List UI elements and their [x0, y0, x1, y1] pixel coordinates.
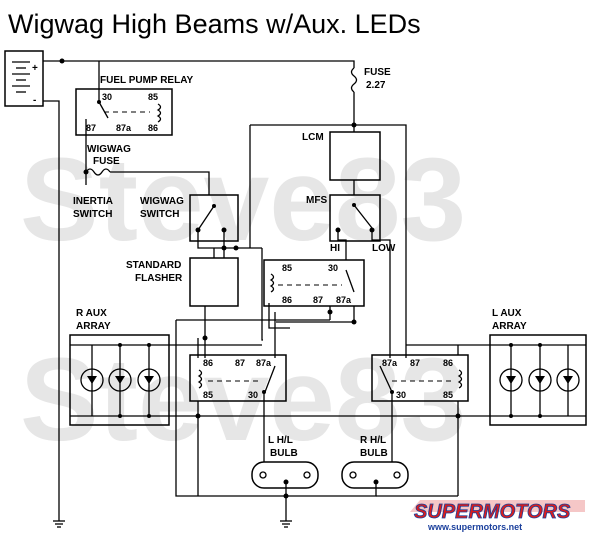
fpr-pin-87a: 87a [116, 123, 132, 133]
l-hl-bulb-label2: BULB [270, 448, 298, 459]
cr-pin-87a: 87a [336, 295, 352, 305]
battery-minus-label: - [33, 95, 36, 106]
fpr-pin-30: 30 [102, 92, 112, 102]
right-relay: 87a 87 86 30 85 [371, 354, 469, 402]
l-aux-label1: L AUX [492, 308, 522, 319]
lcm-label: LCM [302, 132, 324, 143]
inertia-switch-label1: INERTIA [73, 196, 113, 207]
battery-plus-label: + [32, 63, 38, 74]
wigwag-fuse: WIGWAG FUSE [85, 144, 131, 176]
supermotors-logo: SUPERMOTORS www.supermotors.net [410, 500, 585, 532]
logo-name: SUPERMOTORS [414, 501, 571, 523]
watermark-text-bottom: Steve83 [20, 334, 466, 466]
fpr-pin-87: 87 [86, 123, 96, 133]
diagram-title: Wigwag High Beams w/Aux. LEDs [8, 9, 421, 39]
cr-pin-30: 30 [328, 263, 338, 273]
fuse-2-27: FUSE 2.27 [350, 67, 391, 93]
r-hl-bulb: R H/L BULB [341, 435, 409, 489]
r-hl-bulb-label2: BULB [360, 448, 388, 459]
r-aux-label2: ARRAY [76, 321, 111, 332]
r-aux-array: R AUX ARRAY [69, 308, 170, 426]
l-aux-label2: ARRAY [492, 321, 527, 332]
cr-pin-87: 87 [313, 295, 323, 305]
inertia-switch: INERTIA SWITCH [73, 196, 113, 220]
fuse-label: FUSE [364, 67, 391, 78]
mfs-hi-label: HI [330, 243, 340, 254]
wigwag-switch-label1: WIGWAG [140, 196, 184, 207]
l-hl-bulb-label1: L H/L [268, 435, 293, 446]
lr-pin-30: 30 [248, 390, 258, 400]
watermark-text-top: Steve83 [20, 134, 466, 266]
r-aux-label1: R AUX [76, 308, 107, 319]
rr-pin-30: 30 [396, 390, 406, 400]
l-hl-bulb: L H/L BULB [251, 435, 319, 489]
r-hl-bulb-label1: R H/L [360, 435, 386, 446]
left-relay: 86 87 87a 85 30 [189, 354, 287, 402]
fpr-pin-86: 86 [148, 123, 158, 133]
lr-pin-86: 86 [203, 358, 213, 368]
fpr-pin-85: 85 [148, 92, 158, 102]
rr-pin-87: 87 [410, 358, 420, 368]
cr-pin-85: 85 [282, 263, 292, 273]
fuel-pump-relay: FUEL PUMP RELAY 30 85 87 87a 86 [75, 75, 193, 136]
lr-pin-87a: 87a [256, 358, 272, 368]
standard-flasher-label1: STANDARD [126, 260, 181, 271]
mfs-label: MFS [306, 195, 327, 206]
cr-pin-86: 86 [282, 295, 292, 305]
lr-pin-87: 87 [235, 358, 245, 368]
mfs-low-label: LOW [372, 243, 396, 254]
wigwag-fuse-label2: FUSE [93, 156, 120, 167]
battery: + - [4, 50, 44, 107]
wigwag-fuse-label1: WIGWAG [87, 144, 131, 155]
standard-flasher-label2: FLASHER [135, 273, 183, 284]
rr-pin-87a: 87a [382, 358, 398, 368]
rr-pin-85: 85 [443, 390, 453, 400]
inertia-switch-label2: SWITCH [73, 209, 112, 220]
center-relay: 85 30 86 87 87a [263, 259, 365, 307]
lr-pin-85: 85 [203, 390, 213, 400]
fuel-pump-relay-label: FUEL PUMP RELAY [100, 75, 193, 86]
logo-url: www.supermotors.net [427, 522, 522, 532]
lcm: LCM [302, 131, 381, 181]
fuse-number: 2.27 [366, 80, 386, 91]
wigwag-switch-label2: SWITCH [140, 209, 179, 220]
rr-pin-86: 86 [443, 358, 453, 368]
l-aux-array: L AUX ARRAY [489, 308, 587, 426]
